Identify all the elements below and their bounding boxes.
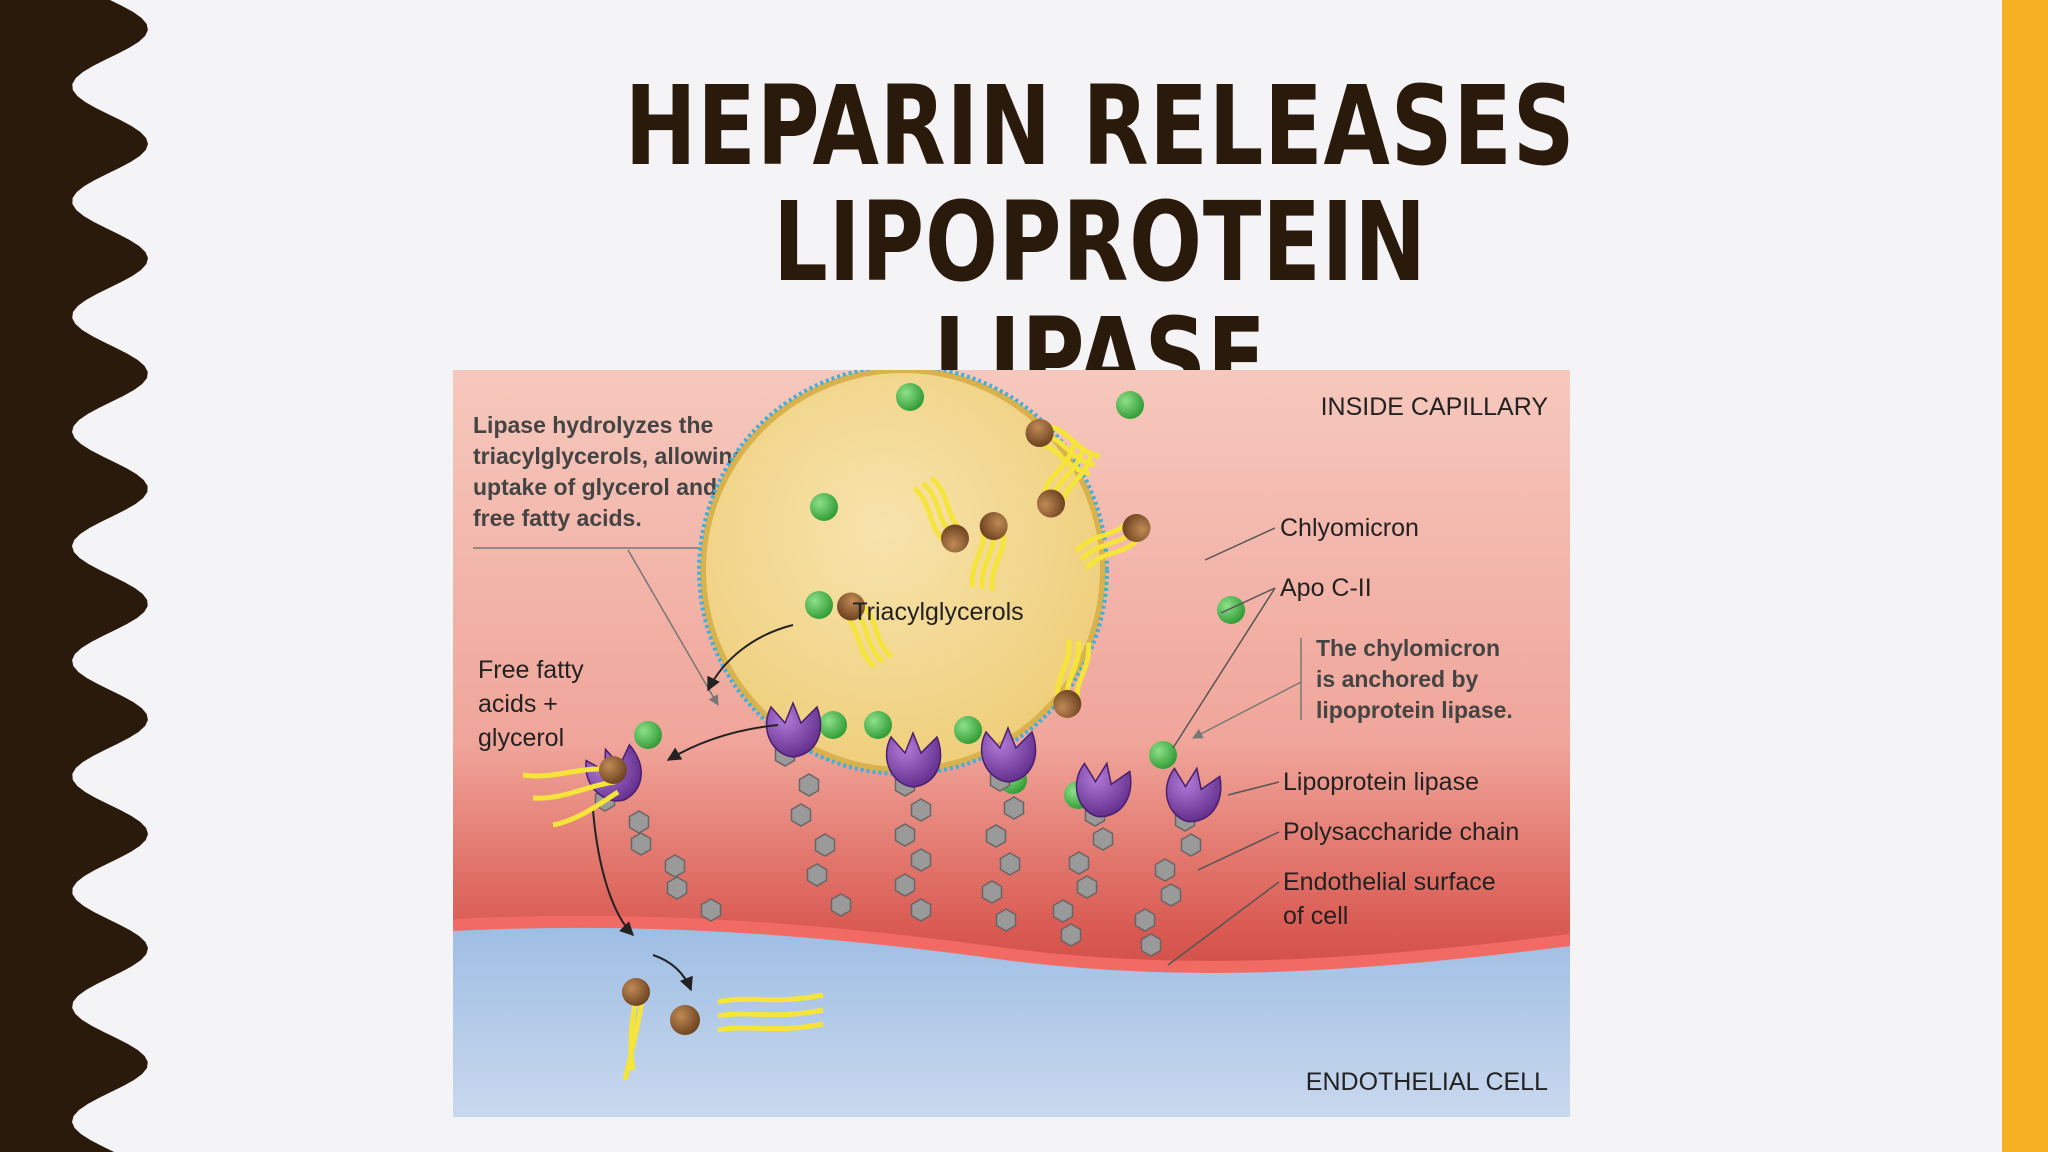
polysaccharide-chain-label: Polysaccharide chain — [1283, 818, 1519, 846]
endothelial-cell-label: ENDOTHELIAL CELL — [1306, 1068, 1548, 1096]
polysaccharide-unit — [700, 898, 722, 922]
lipase-note-pointer — [627, 549, 719, 706]
apo-c-ii-sphere — [1116, 391, 1144, 419]
polysaccharide-unit — [1052, 899, 1074, 923]
lipase-note-line-4: free fatty acids. — [473, 505, 642, 531]
lipase-note-line-1: Lipase hydrolyzes the — [473, 412, 713, 438]
polysaccharide-unit — [985, 824, 1007, 848]
polysaccharide-unit — [1003, 796, 1025, 820]
polysaccharide-unit — [1160, 883, 1182, 907]
absorbed-fatty-acids — [622, 978, 824, 1081]
triacylglycerol-molecules — [837, 419, 1151, 718]
polysaccharide-unit — [1092, 827, 1114, 851]
triacylglycerol — [969, 512, 1008, 592]
free-fatty-acids-line-1: Free fatty — [478, 656, 584, 684]
slide-title: HEPARIN RELEASES LIPOPROTEIN LIPASE — [476, 68, 1724, 416]
lipase-hydrolysis-note: Lipase hydrolyzes the triacylglycerols, … — [473, 412, 778, 706]
anchored-note-line-2: is anchored by — [1316, 666, 1479, 692]
polysaccharide-unit — [995, 908, 1017, 932]
polysaccharide-unit — [999, 852, 1021, 876]
apo-c-ii-sphere — [1149, 741, 1177, 769]
anchored-note-line-1: The chylomicron — [1316, 635, 1500, 661]
apo-c-ii-sphere — [896, 383, 924, 411]
polysaccharide-unit — [910, 848, 932, 872]
polysaccharide-unit — [1076, 875, 1098, 899]
triacylglycerol — [1053, 638, 1092, 718]
polysaccharide-unit — [894, 823, 916, 847]
lipoprotein-lipase-diagram: INSIDE CAPILLARY ENDOTHELIAL CELL Lipase… — [453, 370, 1570, 1117]
release-arrow — [666, 724, 779, 761]
polysaccharide-unit — [1154, 858, 1176, 882]
released-fatty-acid — [522, 756, 627, 828]
free-fatty-acids-line-3: glycerol — [478, 724, 564, 752]
lipoprotein-lipase — [980, 725, 1037, 783]
anchored-note-line-3: lipoprotein lipase. — [1316, 697, 1513, 723]
polysaccharide-unit — [981, 880, 1003, 904]
polysaccharide-unit — [910, 898, 932, 922]
endothelial-surface-label-line-2: of cell — [1283, 902, 1348, 930]
polysaccharide-unit — [628, 810, 650, 834]
apo-c-ii-sphere — [954, 716, 982, 744]
uptake-arrow — [592, 809, 634, 936]
lipase-note-line-2: triacylglycerols, allowing — [473, 443, 747, 469]
lipoprotein-lipase — [1165, 766, 1222, 823]
lipoprotein-lipase — [1075, 761, 1132, 818]
endothelial-surface-label-line-1: Endothelial surface — [1283, 868, 1496, 896]
polysaccharide-unit — [910, 798, 932, 822]
lipoprotein-lipase-label: Lipoprotein lipase — [1283, 768, 1479, 796]
lipase-note-line-3: uptake of glycerol and — [473, 474, 717, 500]
chylomicron-label: Chlyomicron — [1280, 514, 1419, 542]
polysaccharide-unit — [664, 854, 686, 878]
hydrolysis-arrow — [707, 624, 794, 692]
apo-c-ii-sphere — [1217, 596, 1245, 624]
slide-title-line-1: HEPARIN RELEASES LIPOPROTEIN — [624, 62, 1576, 306]
polysaccharide-unit — [1134, 908, 1156, 932]
apo-c-ii-sphere — [810, 493, 838, 521]
polysaccharide-unit — [1140, 933, 1162, 957]
apo-c-ii-sphere — [634, 721, 662, 749]
chylomicron-anchored-note: The chylomicron is anchored by lipoprote… — [1192, 635, 1513, 739]
wavy-left-border — [0, 0, 148, 1152]
triacylglycerol — [1074, 514, 1151, 571]
polysaccharide-unit — [894, 873, 916, 897]
triacylglycerol — [837, 592, 894, 669]
polysaccharide-unit — [1060, 923, 1082, 947]
endothelial-membrane — [453, 915, 1570, 973]
polysaccharide-unit — [1068, 851, 1090, 875]
apo-c-ii-sphere — [864, 711, 892, 739]
separation-arrow — [652, 954, 693, 992]
triacylglycerol — [912, 476, 969, 553]
free-fatty-acids-line-2: acids + — [478, 690, 558, 718]
polysaccharide-unit — [790, 803, 812, 827]
polysaccharide-unit — [798, 773, 820, 797]
right-accent-stripe — [2002, 0, 2048, 1152]
polysaccharide-unit — [1180, 833, 1202, 857]
polysaccharide-unit — [830, 893, 852, 917]
polysaccharide-unit — [630, 832, 652, 856]
lipoprotein-lipase — [885, 730, 942, 788]
triacylglycerols-label: Triacylglycerols — [852, 598, 1023, 626]
polysaccharide-unit — [806, 863, 828, 887]
triacylglycerol — [1037, 442, 1095, 518]
apo-c-ii-sphere — [805, 591, 833, 619]
apo-c-ii-sphere — [819, 711, 847, 739]
inside-capillary-label: INSIDE CAPILLARY — [1321, 393, 1549, 421]
polysaccharide-unit — [666, 876, 688, 900]
apo-c-ii-label: Apo C-II — [1280, 574, 1372, 602]
polysaccharide-unit — [814, 833, 836, 857]
lipoprotein-lipase — [765, 700, 822, 758]
